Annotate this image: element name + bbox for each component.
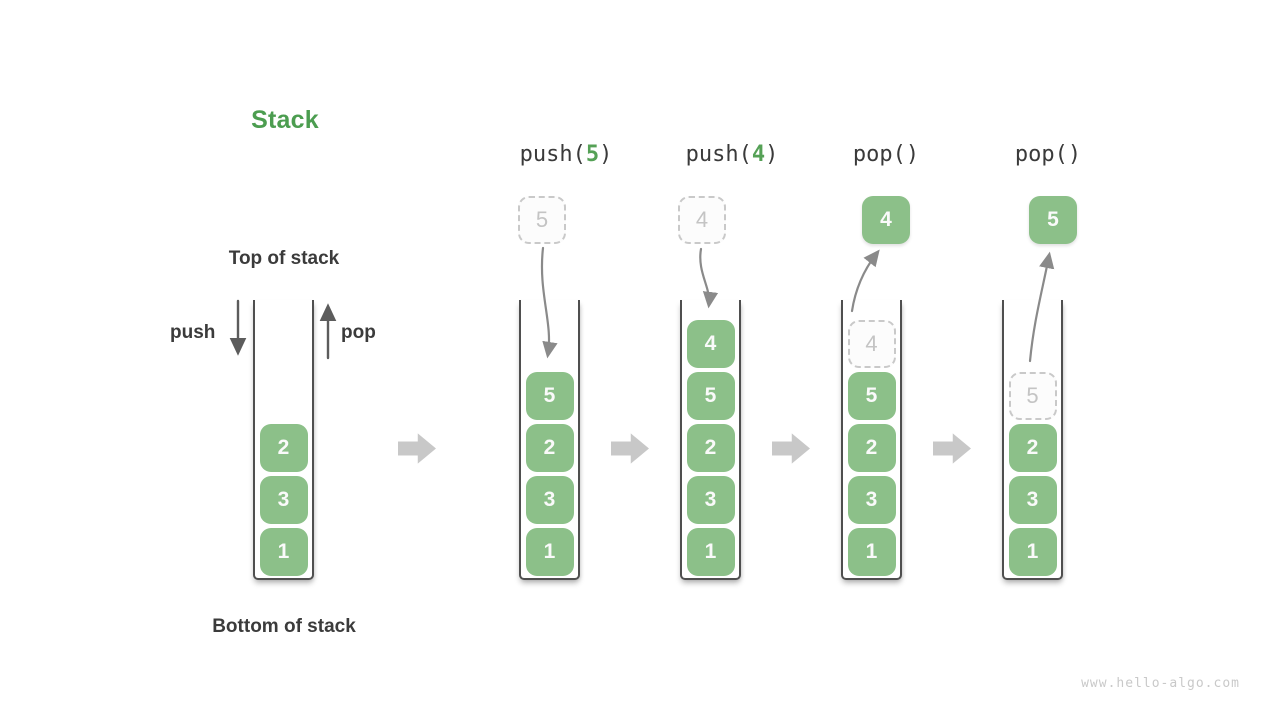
stack-cell-1: 1 xyxy=(847,528,896,576)
op-text: pop( xyxy=(1014,142,1068,167)
stack-cell-2: 2 xyxy=(259,424,308,472)
diagram-title: Stack xyxy=(251,106,319,134)
stack-cell-5: 5 xyxy=(1008,372,1057,420)
stack-cell-5: 5 xyxy=(847,372,896,420)
transition-arrow-icon xyxy=(398,433,436,464)
op-text: push( xyxy=(685,142,752,167)
op-text: pop( xyxy=(852,142,906,167)
op-text: ) xyxy=(765,142,779,167)
stack-cell-1: 1 xyxy=(259,528,308,576)
op-arg: 5 xyxy=(585,142,600,167)
stack-cell-1: 1 xyxy=(1008,528,1057,576)
operation-label-pop-2: pop() xyxy=(1015,142,1081,167)
stack-cell-5: 5 xyxy=(525,372,574,420)
transition-arrow-icon xyxy=(772,433,810,464)
floating-value: 4 xyxy=(695,207,709,232)
stack-cell-2: 2 xyxy=(1008,424,1057,472)
push-4-curved-arrow-icon xyxy=(699,247,719,309)
watermark: www.hello-algo.com xyxy=(1081,676,1240,691)
stack-cell-3: 3 xyxy=(525,476,574,524)
stack-cell-3: 3 xyxy=(1008,476,1057,524)
stack-cell-2: 2 xyxy=(686,424,735,472)
stack-cell-2: 2 xyxy=(847,424,896,472)
op-text: ) xyxy=(905,142,920,167)
bottom-of-stack-label: Bottom of stack xyxy=(212,616,356,637)
operation-label-push-4: push(4) xyxy=(686,142,779,167)
incoming-value-box-5: 5 xyxy=(518,196,566,244)
op-arg: 4 xyxy=(751,142,766,167)
stack-cell-2: 2 xyxy=(525,424,574,472)
floating-value: 4 xyxy=(880,208,892,231)
stack-cell-5: 5 xyxy=(686,372,735,420)
popped-value-box-4: 4 xyxy=(862,196,910,244)
transition-arrow-icon xyxy=(611,433,649,464)
op-text: ) xyxy=(1067,142,1082,167)
floating-value: 5 xyxy=(535,207,549,232)
stack-cell-1: 1 xyxy=(686,528,735,576)
transition-arrow-icon xyxy=(933,433,971,464)
push-label: push xyxy=(170,322,216,343)
stack-cell-3: 3 xyxy=(259,476,308,524)
popped-value-box-5: 5 xyxy=(1029,196,1077,244)
operation-label-pop-1: pop() xyxy=(853,142,919,167)
stack-cell-4: 4 xyxy=(847,320,896,368)
pop-label: pop xyxy=(341,322,376,343)
stack-cell-1: 1 xyxy=(525,528,574,576)
floating-value: 5 xyxy=(1047,208,1059,231)
operation-label-push-5: push(5) xyxy=(520,142,613,167)
stack-cell-3: 3 xyxy=(686,476,735,524)
incoming-value-box-4: 4 xyxy=(678,196,726,244)
top-of-stack-label: Top of stack xyxy=(228,248,340,269)
stack-cell-3: 3 xyxy=(847,476,896,524)
op-text: ) xyxy=(599,142,613,167)
op-text: push( xyxy=(519,142,586,167)
stack-cell-4: 4 xyxy=(686,320,735,368)
